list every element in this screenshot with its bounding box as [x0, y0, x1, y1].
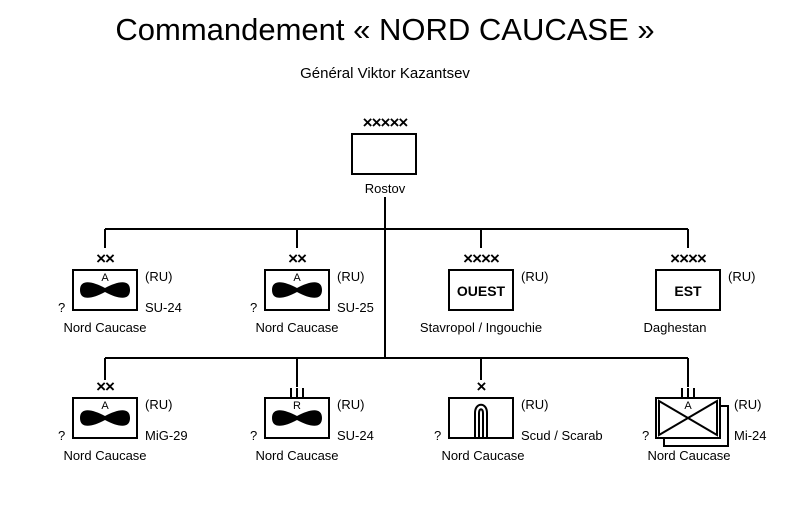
- role-letter: A: [101, 272, 109, 284]
- unknown-marker: ?: [642, 428, 650, 443]
- aircraft-symbol-box: R: [264, 397, 330, 439]
- unit-caption: Nord Caucase: [63, 448, 147, 463]
- regiment-echelon-marker: [681, 388, 695, 398]
- country-code: (RU): [728, 269, 756, 284]
- country-code: (RU): [734, 397, 762, 412]
- echelon-marker: ××××: [670, 249, 707, 268]
- aircraft-type: MiG-29: [145, 428, 188, 443]
- country-code: (RU): [337, 397, 365, 412]
- missile-type: Scud / Scarab: [521, 428, 603, 443]
- unit-caption: Daghestan: [643, 320, 707, 335]
- box-label: OUEST: [456, 283, 506, 299]
- echelon-marker: ××: [96, 249, 115, 268]
- unit-caption: Nord Caucase: [441, 448, 525, 463]
- box-label: EST: [674, 283, 702, 299]
- country-code: (RU): [521, 397, 549, 412]
- unit-caption: Stavropol / Ingouchie: [419, 320, 543, 335]
- hq-caption: Rostov: [364, 181, 406, 196]
- missile-icon: [474, 403, 488, 437]
- echelon-marker: ×: [476, 377, 487, 396]
- commander-name: Général Viktor Kazantsev: [300, 65, 470, 82]
- rotary-wing-helicopter-icon: [658, 399, 718, 437]
- unit-caption: Nord Caucase: [255, 320, 339, 335]
- aircraft-type: SU-24: [337, 428, 374, 443]
- army-symbol-box: EST: [655, 269, 721, 311]
- role-letter: A: [293, 272, 301, 284]
- fixed-wing-aircraft-icon: [272, 410, 322, 426]
- fixed-wing-aircraft-icon: [272, 282, 322, 298]
- role-letter: A: [101, 400, 109, 412]
- hq-symbol-box: [351, 133, 417, 175]
- helicopter-symbol-box: A: [655, 397, 721, 439]
- aircraft-type: SU-24: [145, 300, 182, 315]
- aircraft-symbol-box: A: [264, 269, 330, 311]
- fixed-wing-aircraft-icon: [80, 410, 130, 426]
- aircraft-symbol-box: A: [72, 269, 138, 311]
- unknown-marker: ?: [58, 300, 66, 315]
- country-code: (RU): [337, 269, 365, 284]
- echelon-marker: ××: [288, 249, 307, 268]
- role-letter: R: [293, 400, 301, 412]
- echelon-marker: ×××××: [362, 113, 409, 132]
- regiment-echelon-marker: [290, 388, 304, 398]
- helicopter-type: Mi-24: [734, 428, 767, 443]
- aircraft-symbol-box: A: [72, 397, 138, 439]
- country-code: (RU): [145, 269, 173, 284]
- unknown-marker: ?: [250, 428, 258, 443]
- role-letter: A: [684, 400, 692, 412]
- fixed-wing-aircraft-icon: [80, 282, 130, 298]
- unknown-marker: ?: [58, 428, 66, 443]
- country-code: (RU): [145, 397, 173, 412]
- echelon-marker: ××××: [463, 249, 500, 268]
- echelon-marker: ××: [96, 377, 115, 396]
- aircraft-type: SU-25: [337, 300, 374, 315]
- unit-caption: Nord Caucase: [255, 448, 339, 463]
- missile-symbol-box: [448, 397, 514, 439]
- army-symbol-box: OUEST: [448, 269, 514, 311]
- unit-caption: Nord Caucase: [63, 320, 147, 335]
- unknown-marker: ?: [434, 428, 442, 443]
- country-code: (RU): [521, 269, 549, 284]
- page-title: Commandement « NORD CAUCASE »: [115, 12, 655, 47]
- unit-caption: Nord Caucase: [647, 448, 731, 463]
- unknown-marker: ?: [250, 300, 258, 315]
